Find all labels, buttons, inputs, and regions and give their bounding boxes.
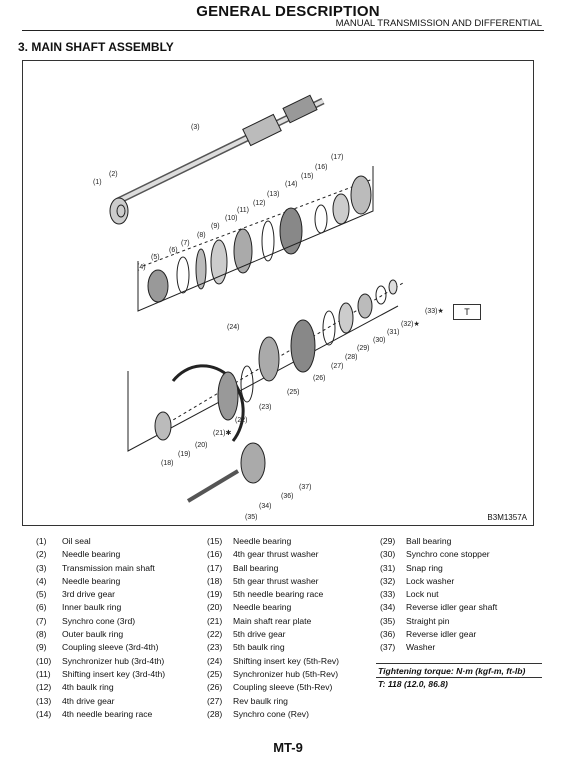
legend-item: (29)Ball bearing <box>380 536 452 546</box>
legend-column-3: (29)Ball bearing (30)Synchro cone stoppe… <box>380 535 497 655</box>
legend-item: (16)4th gear thrust washer <box>207 549 319 560</box>
callout-1: (1) <box>93 179 102 186</box>
callout-31: (31) <box>387 329 400 336</box>
legend-item: (7)Synchro cone (3rd) <box>36 615 136 626</box>
callout-17: (17) <box>331 154 344 161</box>
legend-item: (22)5th drive gear <box>207 629 286 640</box>
legend-item: (23)5th baulk ring <box>207 642 285 653</box>
torque-marker-box: T <box>453 304 481 320</box>
legend-item: (19)5th needle bearing race <box>207 589 324 600</box>
callout-33: (33)★ <box>425 308 444 315</box>
legend-item: (21)Main shaft rear plate <box>207 615 312 626</box>
torque-divider-top <box>376 663 542 664</box>
callout-3: (3) <box>191 124 200 131</box>
callout-29: (29) <box>357 345 370 352</box>
legend-item: (17)Ball bearing <box>207 562 279 573</box>
legend-item: (3)Transmission main shaft <box>36 562 155 573</box>
legend-item: (18)5th gear thrust washer <box>207 575 319 586</box>
callout-24: (24) <box>227 324 240 331</box>
legend-item: (5)3rd drive gear <box>36 589 116 600</box>
legend-item: (9)Coupling sleeve (3rd-4th) <box>36 642 159 653</box>
figure-code: B3M1357A <box>487 513 527 522</box>
header-subtitle: MANUAL TRANSMISSION AND DIFFERENTIAL <box>335 18 542 29</box>
callout-32: (32)★ <box>401 321 420 328</box>
callout-19: (19) <box>178 451 191 458</box>
callout-15: (15) <box>301 173 314 180</box>
legend-item: (24)Shifting insert key (5th-Rev) <box>207 655 340 666</box>
legend-item: (1)Oil seal <box>36 536 91 546</box>
callout-14: (14) <box>285 181 298 188</box>
diagram-drawing <box>109 94 404 503</box>
header-divider <box>22 30 544 31</box>
legend-item: (31)Snap ring <box>380 562 443 573</box>
callout-8: (8) <box>197 232 206 239</box>
callout-2: (2) <box>109 171 118 178</box>
legend-item: (30)Synchro cone stopper <box>380 549 490 560</box>
legend-item: (28)Synchro cone (Rev) <box>207 708 309 719</box>
callout-13: (13) <box>267 191 280 198</box>
callout-21: (21)✱ <box>213 430 232 437</box>
callout-22: (22) <box>235 417 248 424</box>
torque-title: Tightening torque: N·m (kgf-m, ft-lb) <box>378 666 526 676</box>
callout-20: (20) <box>195 442 208 449</box>
legend-item: (13)4th drive gear <box>36 695 115 706</box>
legend-column-2: (15)Needle bearing (16)4th gear thrust w… <box>207 535 339 721</box>
legend-item: (20)Needle bearing <box>207 602 292 613</box>
torque-value: T: 118 (12.0, 86.8) <box>378 679 448 689</box>
legend-item: (27)Rev baulk ring <box>207 695 288 706</box>
legend-item: (37)Washer <box>380 642 436 653</box>
callout-7: (7) <box>181 240 190 247</box>
callout-28: (28) <box>345 354 358 361</box>
callout-11: (11) <box>237 207 249 214</box>
callout-12: (12) <box>253 200 266 207</box>
legend-item: (6)Inner baulk ring <box>36 602 122 613</box>
callout-9: (9) <box>211 223 220 230</box>
callout-26: (26) <box>313 375 326 382</box>
callout-18: (18) <box>161 460 174 467</box>
legend-item: (8)Outer baulk ring <box>36 629 124 640</box>
callout-10: (10) <box>225 215 238 222</box>
legend-item: (11)Shifting insert key (3rd-4th) <box>36 668 166 679</box>
page-number: MT-9 <box>273 740 303 755</box>
legend-item: (35)Straight pin <box>380 615 450 626</box>
exploded-diagram: (1) (2) (3) (4) (5) (6) (7) (8) (9) (10)… <box>22 60 534 526</box>
callout-4: (4) <box>137 264 146 271</box>
callout-36: (36) <box>281 493 294 500</box>
callout-35: (35) <box>245 514 258 521</box>
legend-item: (10)Synchronizer hub (3rd-4th) <box>36 655 165 666</box>
header-title: GENERAL DESCRIPTION <box>196 3 380 20</box>
legend-item: (4)Needle bearing <box>36 575 121 586</box>
legend-item: (15)Needle bearing <box>207 536 292 546</box>
callout-6: (6) <box>169 247 178 254</box>
callout-23: (23) <box>259 404 272 411</box>
legend-item: (32)Lock washer <box>380 575 455 586</box>
legend-item: (26)Coupling sleeve (5th-Rev) <box>207 682 333 693</box>
legend-item: (36)Reverse idler gear <box>380 629 477 640</box>
callout-27: (27) <box>331 363 344 370</box>
legend-column-1: (1)Oil seal (2)Needle bearing (3)Transmi… <box>36 535 165 721</box>
callout-25: (25) <box>287 389 300 396</box>
section-title: 3. MAIN SHAFT ASSEMBLY <box>18 40 174 54</box>
legend-item: (34)Reverse idler gear shaft <box>380 602 498 613</box>
legend-item: (2)Needle bearing <box>36 549 121 560</box>
callout-5: (5) <box>151 254 160 261</box>
callout-37: (37) <box>299 484 312 491</box>
callout-34: (34) <box>259 503 272 510</box>
legend-item: (12)4th baulk ring <box>36 682 114 693</box>
torque-divider-bottom <box>376 677 542 678</box>
legend-item: (14)4th needle bearing race <box>36 708 153 719</box>
legend-item: (25)Synchronizer hub (5th-Rev) <box>207 668 339 679</box>
legend-item: (33)Lock nut <box>380 589 439 600</box>
callout-30: (30) <box>373 337 386 344</box>
callout-16: (16) <box>315 164 328 171</box>
